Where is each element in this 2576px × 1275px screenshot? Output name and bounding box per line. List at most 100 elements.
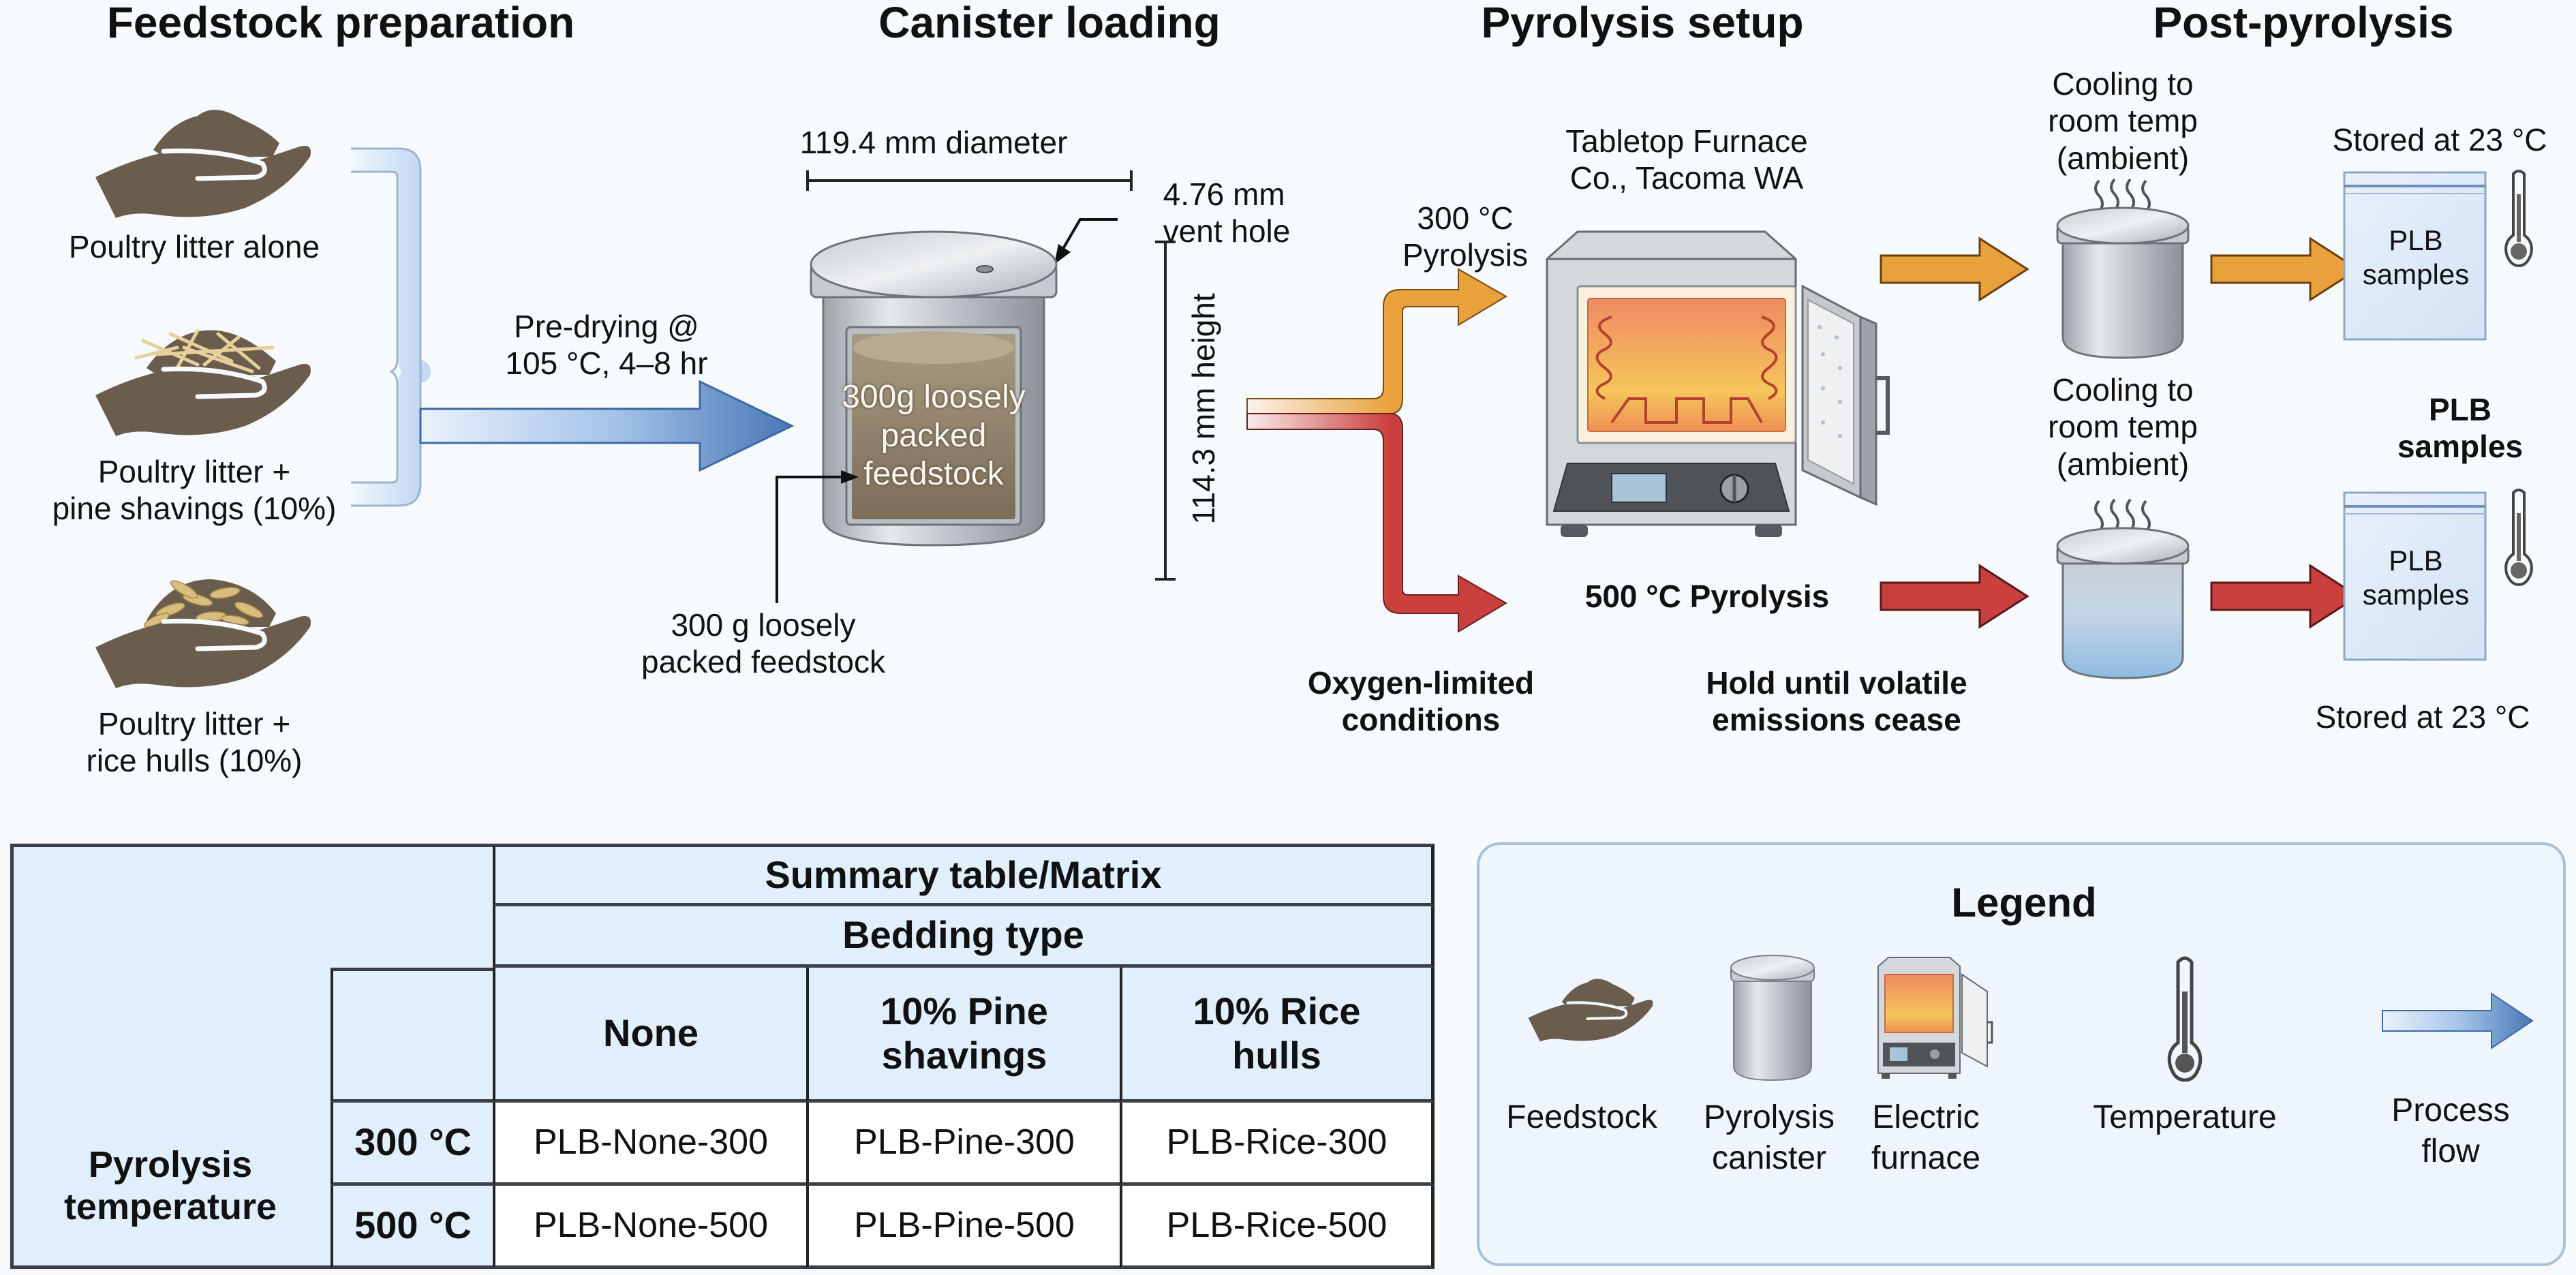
row-temp-300: 300 °C (331, 1103, 493, 1186)
section-title-pyrolysis: Pyrolysis setup (1481, 0, 1804, 47)
legend-label-feedstock: Feedstock (1506, 1097, 1657, 1138)
canister-illustration (810, 230, 1058, 547)
legend-flow-line2: flow (2421, 1133, 2480, 1169)
feedstock-label-3-line2: rice hulls (10%) (86, 743, 303, 779)
cooling-300-line1: Cooling to (2052, 66, 2194, 102)
thermometer-icon (2504, 489, 2533, 587)
row-temp-500: 500 °C (331, 1186, 493, 1269)
stored-label-300: Stored at 23 °C (2332, 122, 2547, 157)
canister-inside-line3: feedstock (863, 456, 1004, 493)
height-dimension-line (1155, 241, 1176, 581)
cooling-500-line2: room temp (2048, 409, 2198, 445)
legend-label-process-flow: Process flow (2391, 1090, 2509, 1172)
canister-inside-line1: 300g loosely (842, 379, 1026, 415)
section-title-post: Post-pyrolysis (2153, 0, 2454, 47)
table-cell: PLB-None-300 (493, 1103, 806, 1186)
cooling-label-500: Cooling to room temp (ambient) (2048, 371, 2198, 482)
canister-icon (1730, 955, 1815, 1081)
feedstock-rice-hand-icon (95, 579, 311, 688)
furnace-maker-line1: Tabletop Furnace (1565, 123, 1808, 159)
flow-arrow-300-to-cooling (1880, 236, 2029, 302)
feedstock-label-3: Poultry litter + rice hulls (10%) (87, 705, 303, 780)
feedstock-label-3-line1: Poultry litter + (97, 706, 291, 741)
pyrolysis-500-label: 500 °C Pyrolysis (1584, 579, 1830, 614)
legend-flow-line1: Process (2391, 1092, 2510, 1128)
sample-bag-300-line1: PLB (2389, 224, 2443, 256)
table-bottom-border (10, 1265, 331, 1269)
table-cell: PLB-Rice-500 (1120, 1186, 1435, 1269)
cooling-500-line1: Cooling to (2052, 372, 2194, 408)
legend-canister-line1: Pyrolysis (1703, 1099, 1835, 1135)
table-cell: PLB-Pine-500 (806, 1186, 1120, 1269)
col-header-rice-line1: 10% Rice (1193, 989, 1361, 1033)
sample-bag-300-line2: samples (2362, 258, 2470, 290)
canister-inside-line2: packed (880, 417, 987, 454)
oxygen-limited-line1: Oxygen-limited (1307, 665, 1535, 701)
arrow-right-icon (2382, 992, 2534, 1049)
stored-label-500: Stored at 23 °C (2315, 699, 2530, 735)
canister-inside-label: 300g loosely packed feedstock (842, 378, 1026, 494)
cooling-canister-500 (2056, 498, 2190, 679)
height-label: 114.3 mm height (1186, 293, 1221, 525)
feedstock-label-2: Poultry litter + pine shavings (10%) (52, 453, 337, 527)
table-cell: PLB-None-500 (493, 1186, 806, 1269)
col-header-pine-line1: 10% Pine (880, 989, 1048, 1033)
feedstock-label-1-text: Poultry litter alone (68, 229, 320, 264)
cooling-500-line3: (ambient) (2056, 446, 2190, 482)
pre-drying-label: Pre-drying @ 105 °C, 4–8 hr (505, 308, 707, 382)
col-header-rice-line2: hulls (1232, 1033, 1321, 1077)
flow-arrow-500-to-storage (2210, 564, 2360, 629)
flow-arrow-300-to-storage (2210, 236, 2360, 302)
plb-samples-center-label: PLB samples (2397, 391, 2523, 465)
cooling-label-300: Cooling to room temp (ambient) (2048, 65, 2198, 176)
pyrolysis-split-arrows (1246, 268, 1507, 633)
feedstock-callout-line (776, 470, 859, 603)
sample-bag-500-label: PLB samples (2363, 544, 2469, 611)
pre-drying-line2: 105 °C, 4–8 hr (505, 345, 708, 382)
plb-samples-center-line1: PLB (2429, 392, 2491, 427)
vent-hole-label: 4.76 mm vent hole (1163, 176, 1291, 250)
legend-panel: Legend Feedstock Pyrolysis canister Elec… (1477, 842, 2566, 1266)
feedstock-callout-line2: packed feedstock (641, 644, 886, 680)
feedstock-label-2-line1: Poultry litter + (97, 454, 291, 489)
table-cell: PLB-Pine-300 (806, 1103, 1120, 1186)
temp-col-header-blank (331, 968, 493, 1103)
sample-bag-500 (2343, 491, 2487, 661)
feedstock-label-1: Poultry litter alone (69, 228, 320, 265)
legend-temperature-line1: Temperature (2093, 1099, 2277, 1135)
legend-furnace-line1: Electric (1872, 1099, 1980, 1135)
col-header-pine-line2: shavings (881, 1033, 1047, 1077)
pyrolysis-300-label: 300 °C Pyrolysis (1402, 200, 1528, 274)
legend-title: Legend (1951, 880, 2097, 925)
legend-label-furnace: Electric furnace (1871, 1097, 1980, 1179)
section-title-feedstock: Feedstock preparation (106, 0, 575, 47)
legend-feedstock-line1: Feedstock (1506, 1099, 1657, 1135)
sample-bag-500-line2: samples (2362, 578, 2470, 611)
cooling-300-line3: (ambient) (2056, 140, 2190, 176)
sample-bag-500-line1: PLB (2389, 544, 2443, 577)
hold-until-label: Hold until volatile emissions cease (1706, 664, 1967, 739)
feedstock-pine-hand-icon (95, 328, 311, 436)
oxygen-limited-line2: conditions (1341, 702, 1501, 738)
thermometer-icon (2167, 956, 2203, 1082)
diameter-dimension-line (806, 170, 1133, 191)
row-header-line1: Pyrolysis (88, 1143, 253, 1185)
vent-hole-line1: 4.76 mm (1163, 176, 1285, 212)
furnace-icon (1877, 957, 1993, 1079)
sample-bag-300 (2343, 171, 2487, 341)
plb-samples-center-line2: samples (2397, 429, 2524, 465)
furnace-maker-line2: Co., Tacoma WA (1569, 160, 1804, 196)
feedstock-callout-line1: 300 g loosely (671, 607, 856, 643)
pyrolysis-300-line2: Pyrolysis (1402, 237, 1529, 273)
col-header-none-text: None (603, 1011, 699, 1055)
electric-furnace-illustration (1546, 230, 1890, 537)
cooling-canister-300 (2056, 178, 2190, 359)
feedstock-hand-icon (95, 110, 311, 218)
oxygen-limited-label: Oxygen-limited conditions (1308, 664, 1534, 739)
thermometer-icon (2504, 170, 2533, 268)
table-subtitle: Bedding type (493, 906, 1435, 968)
section-title-canister: Canister loading (878, 0, 1221, 47)
